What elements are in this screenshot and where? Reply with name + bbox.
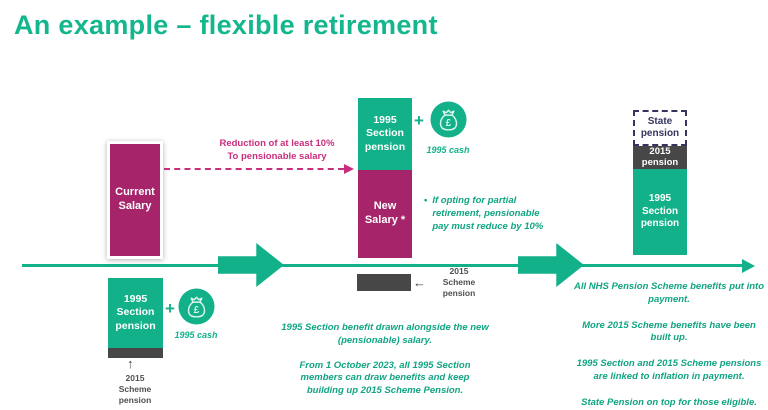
middle-2015-scheme-box (357, 274, 411, 291)
timeline-arrowhead-icon (742, 259, 755, 273)
state-pension-box: State pension (633, 110, 687, 146)
reduction-note: Reduction of at least 10% To pensionable… (188, 138, 366, 164)
plus-icon-middle: + (414, 111, 424, 130)
middle-1995-section-pension-box: 1995 Section pension (358, 98, 412, 170)
middle-notes: 1995 Section benefit drawn alongside the… (281, 322, 489, 398)
middle-note-2: From 1 October 2023, all 1995 Section me… (299, 359, 471, 397)
reduction-note-line2: To pensionable salary (227, 150, 327, 162)
left-2015-scheme-pension-label: 2015 Scheme pension (118, 373, 152, 406)
up-arrow-icon: ↑ (127, 356, 134, 371)
left-1995-section-pension-box: 1995 Section pension (108, 278, 163, 348)
forward-arrow-icon-1 (218, 243, 284, 287)
right-1995-section-pension-box: 1995 Section pension (633, 169, 687, 255)
left-1995-section-pension-label: 1995 Section pension (115, 293, 156, 332)
pound-icon-left: £ (194, 305, 200, 316)
state-pension-label: State pension (640, 115, 680, 140)
partial-retirement-note: • If opting for partial retirement, pens… (424, 195, 554, 233)
new-salary-box: New Salary * (358, 170, 412, 258)
right-note-3: 1995 Section and 2015 Scheme pensions ar… (576, 358, 762, 383)
current-salary-box: Current Salary (107, 141, 163, 259)
right-2015-pension-box: 2015 pension (633, 146, 687, 169)
right-1995-section-pension-label: 1995 Section pension (640, 193, 680, 230)
right-2015-pension-label: 2015 pension (641, 145, 679, 168)
right-note-4: State Pension on top for those eligible. (581, 396, 757, 408)
reduction-dashed-arrow (164, 168, 344, 170)
money-bag-icon-middle: £ (430, 101, 467, 138)
partial-retirement-note-text: If opting for partial retirement, pensio… (432, 195, 544, 232)
money-bag-icon-left: £ (178, 288, 215, 325)
middle-cash-label: 1995 cash (426, 145, 470, 155)
page-title: An example – flexible retirement (14, 10, 438, 40)
left-arrow-icon: ← (413, 275, 426, 290)
middle-2015-scheme-pension-label: 2015 Scheme pension (442, 266, 476, 299)
plus-icon-left: + (165, 299, 175, 318)
middle-1995-section-pension-label: 1995 Section pension (364, 114, 406, 153)
bullet-icon: • (424, 195, 428, 206)
current-salary-label: Current Salary (115, 186, 155, 212)
left-2015-scheme-strip (108, 348, 163, 358)
reduction-note-line1: Reduction of at least 10% (219, 138, 335, 149)
right-note-1: All NHS Pension Scheme benefits put into… (573, 281, 765, 305)
new-salary-label: New Salary * (364, 200, 406, 226)
timeline-axis (22, 264, 744, 267)
reduction-arrowhead-icon (344, 164, 354, 174)
right-notes: All NHS Pension Scheme benefits put into… (571, 281, 767, 410)
right-note-2: More 2015 Scheme benefits have been buil… (582, 319, 756, 344)
left-cash-label: 1995 cash (174, 330, 218, 340)
pound-icon-middle: £ (446, 118, 452, 129)
middle-note-1: 1995 Section benefit drawn alongside the… (281, 322, 489, 346)
